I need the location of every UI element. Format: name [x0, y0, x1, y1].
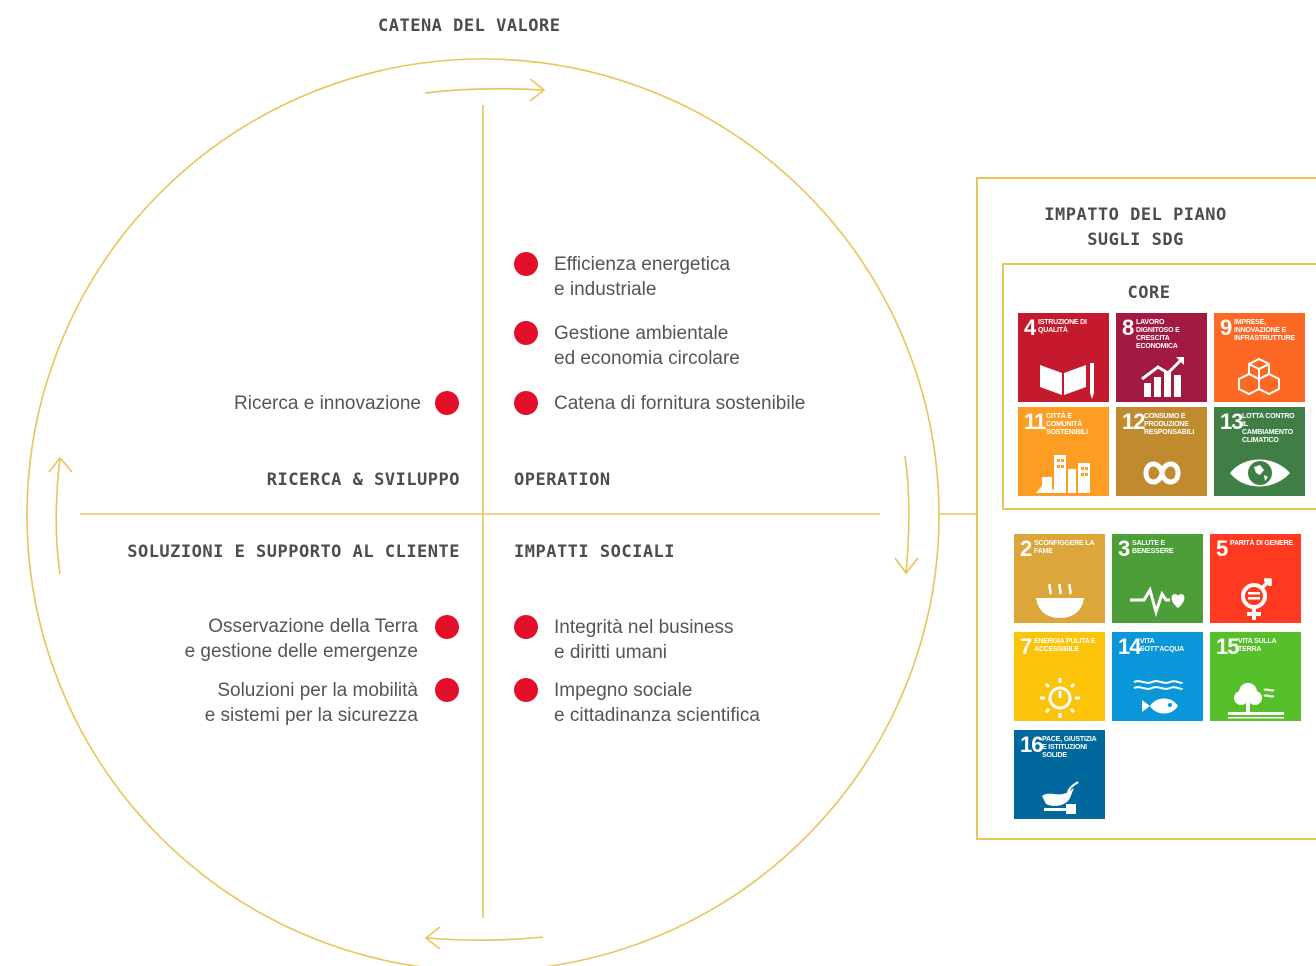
bullet-dot	[514, 391, 538, 415]
bullet-dot	[435, 678, 459, 702]
quadrant-label-rnd: RICERCA & SVILUPPO	[266, 470, 460, 490]
sdg-number: 5	[1216, 536, 1228, 561]
earth-eye-icon	[1230, 459, 1290, 487]
bowl-icon	[1036, 583, 1084, 618]
sun-power-icon	[1040, 678, 1080, 718]
diagram-title: CATENA DEL VALORE	[378, 16, 561, 36]
arrow-right-icon	[424, 78, 546, 102]
sdg-caption: ENERGIA PULITA E ACCESSIBILE	[1034, 638, 1096, 653]
sdg-number: 4	[1024, 315, 1036, 340]
quadrant-label-customer-solutions: SOLUZIONI E SUPPORTO AL CLIENTE	[127, 542, 460, 562]
value-chain-circle	[26, 58, 940, 966]
sdg-caption: VITA SOTT'ACQUA	[1140, 638, 1184, 653]
sdg-number: 3	[1118, 536, 1130, 561]
sdg-caption: IMPRESE, INNOVAZIONE E INFRASTRUTTURE	[1234, 319, 1295, 342]
tree-icon	[1228, 683, 1284, 719]
sdg-caption: VITA SULLA TERRA	[1238, 638, 1277, 653]
growth-chart-icon	[1141, 357, 1184, 397]
bullet-dot	[514, 321, 538, 345]
book-icon	[1040, 363, 1094, 399]
item-catena-fornitura: Catena di fornitura sostenibile	[554, 393, 806, 414]
city-icon	[1036, 455, 1090, 493]
sdg-caption: LAVORO DIGNITOSO E CRESCITA ECONOMICA	[1136, 319, 1180, 350]
sdg-panel-title: IMPATTO DEL PIANO SUGLI SDG	[1044, 205, 1227, 250]
quadrant-label-social-impacts: IMPATTI SOCIALI	[514, 542, 676, 562]
sdg-number: 11	[1024, 409, 1046, 434]
sdg-caption: ISTRUZIONE DI QUALITÀ	[1038, 319, 1087, 334]
sdg-number: 13	[1220, 409, 1244, 434]
item-ricerca-innovazione: Ricerca e innovazione	[234, 393, 421, 414]
infinity-icon	[1143, 461, 1181, 485]
sdg-number: 7	[1020, 634, 1032, 659]
sdg-number: 15	[1216, 634, 1240, 659]
gender-equality-icon	[1241, 578, 1272, 620]
sdg-caption: SCONFIGGERE LA FAME	[1034, 540, 1094, 555]
sdg-number: 14	[1118, 634, 1142, 659]
cubes-icon	[1238, 357, 1280, 396]
sdg-caption: SALUTE E BENESSERE	[1132, 540, 1174, 555]
arrow-down-icon	[894, 455, 919, 575]
sdg-caption: CITTÀ E COMUNITÀ SOSTENIBILI	[1046, 413, 1088, 436]
heartbeat-icon	[1130, 586, 1185, 618]
sdg-caption: PACE, GIUSTIZIA E ISTITUZIONI SOLIDE	[1042, 736, 1097, 759]
sdg-number: 8	[1122, 315, 1134, 340]
sdg-caption: LOTTA CONTRO IL CAMBIAMENTO CLIMATICO	[1242, 413, 1295, 444]
sdg-number: 12	[1122, 409, 1146, 434]
bullet-dot	[435, 391, 459, 415]
sdg-caption: PARITÀ DI GENERE	[1230, 540, 1293, 547]
sdg-number: 16	[1020, 732, 1044, 757]
bullet-dot	[514, 678, 538, 702]
bullet-dot	[435, 615, 459, 639]
core-label: CORE	[1127, 283, 1171, 303]
sdg-caption: CONSUMO E PRODUZIONE RESPONSABILI	[1144, 413, 1195, 436]
sdg-number: 2	[1020, 536, 1032, 561]
sdg-number: 9	[1220, 315, 1232, 340]
bullet-dot	[514, 252, 538, 276]
arrow-up-icon	[48, 456, 73, 575]
arrow-left-icon	[424, 926, 544, 950]
fish-icon	[1133, 680, 1183, 714]
quadrant-label-operation: OPERATION	[514, 470, 611, 490]
bullet-dot	[514, 615, 538, 639]
dove-gavel-icon	[1042, 781, 1079, 814]
